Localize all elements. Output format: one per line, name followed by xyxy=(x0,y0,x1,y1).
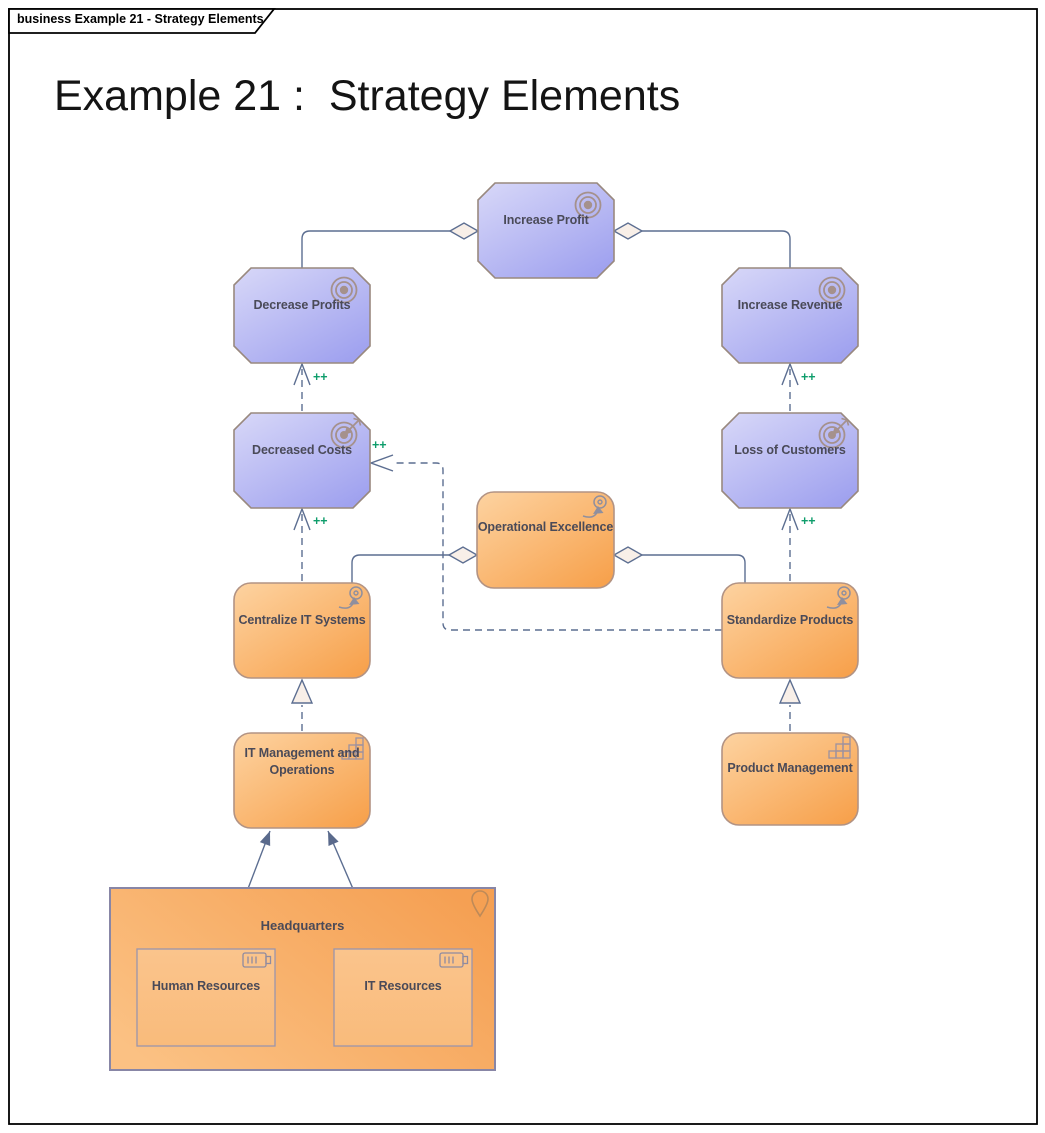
node-decrease-profits[interactable] xyxy=(233,267,371,364)
influence-standardize-products-decreased-costs[interactable] xyxy=(368,454,722,631)
node-product-management[interactable] xyxy=(721,732,859,826)
realization-it-management-centralize-it[interactable] xyxy=(290,678,314,731)
node-increase-profit[interactable] xyxy=(477,182,615,279)
influence-centralize-it-decreased-costs[interactable] xyxy=(293,507,311,581)
influence-decreased-costs-decrease-profits[interactable] xyxy=(293,362,311,411)
aggregation-standardize-products-operational-excellence[interactable] xyxy=(612,546,746,583)
node-human-resources[interactable] xyxy=(136,948,276,1047)
aggregation-increase-revenue-increase-profit[interactable] xyxy=(612,222,791,268)
diagram-title: Example 21 : Strategy Elements xyxy=(54,72,681,120)
node-standardize-products[interactable] xyxy=(721,582,859,679)
goal-icon xyxy=(330,276,358,304)
aggregation-centralize-it-operational-excellence[interactable] xyxy=(351,546,479,583)
aggregation-decrease-profits-increase-profit[interactable] xyxy=(301,222,480,268)
realization-product-management-standardize-products[interactable] xyxy=(778,678,802,731)
diagram-tab-label: business Example 21 - Strategy Elements xyxy=(17,12,264,26)
page-border xyxy=(8,8,1038,1125)
node-decreased-costs[interactable] xyxy=(233,412,371,509)
node-increase-revenue[interactable] xyxy=(721,267,859,364)
goal-icon xyxy=(574,191,602,219)
influence-standardize-products-loss-of-customers[interactable] xyxy=(781,507,799,581)
node-it-resources[interactable] xyxy=(333,948,473,1047)
influence-loss-of-customers-increase-revenue[interactable] xyxy=(781,362,799,411)
node-centralize-it-systems[interactable] xyxy=(233,582,371,679)
node-operational-excellence[interactable] xyxy=(476,491,615,589)
node-loss-of-customers[interactable] xyxy=(721,412,859,509)
node-it-management-and-operations[interactable] xyxy=(233,732,371,829)
goal-icon xyxy=(818,276,846,304)
diagram-tab[interactable] xyxy=(8,8,276,34)
